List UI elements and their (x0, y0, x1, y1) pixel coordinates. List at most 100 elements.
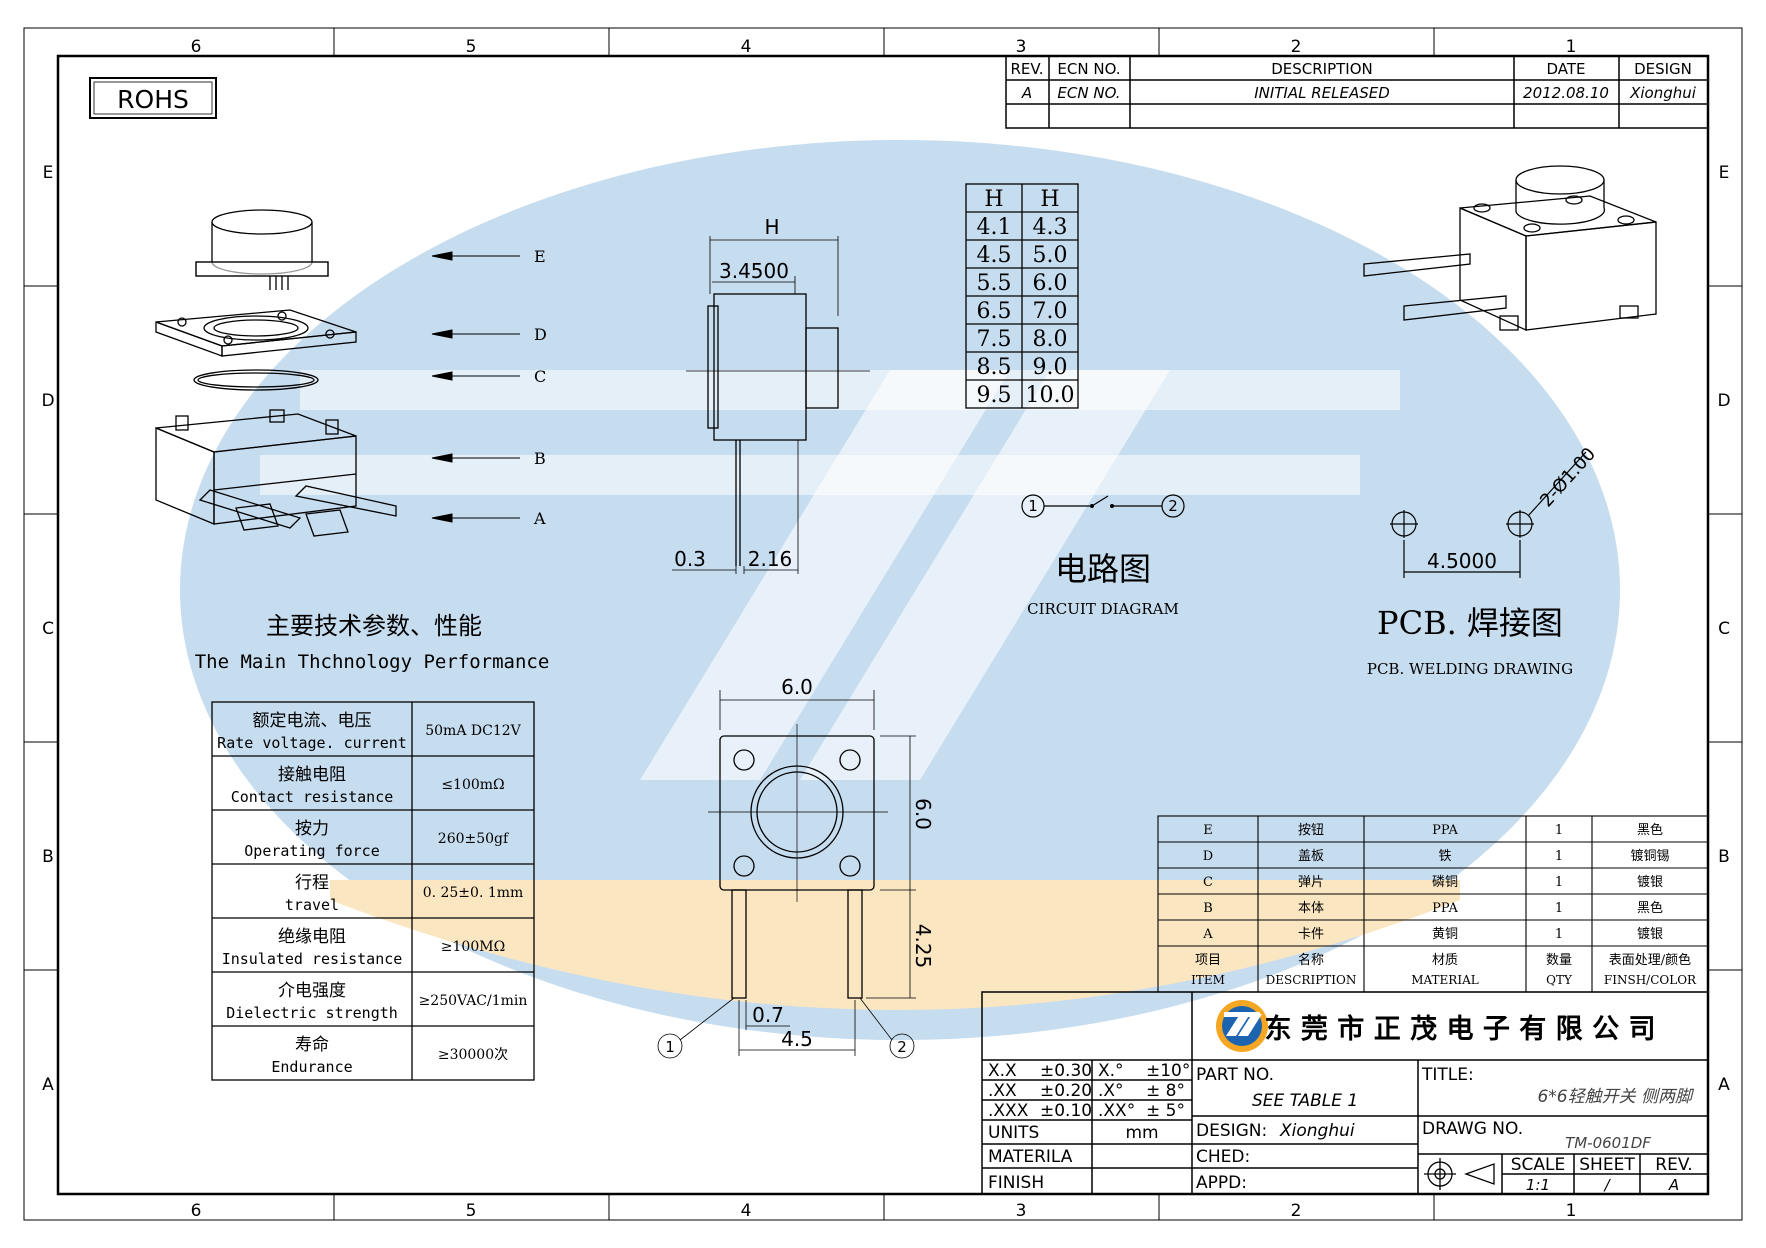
bom-cell: 卡件 (1298, 927, 1324, 942)
side-dim-pin-offset: 2.16 (748, 547, 793, 571)
scale-label: SCALE (1511, 1155, 1566, 1175)
bom-cell: C (1203, 875, 1213, 890)
sheet-label: SHEET (1579, 1155, 1635, 1175)
part-c-dome-drawing (193, 369, 319, 391)
tol-label: X.° (1098, 1061, 1124, 1081)
bom-header-cn: 表面处理/颜色 (1609, 952, 1691, 968)
bom-table: E 按钮 PPA 1 黑色 D 盖板 铁 1 镀铜锡 C 弹片 磷铜 1 镀银 … (1157, 815, 1709, 993)
height-cell: 7.0 (1033, 299, 1068, 324)
spec-cn: 额定电流、电压 (253, 711, 372, 731)
height-cell: 9.5 (977, 383, 1012, 408)
height-cell: 7.5 (977, 327, 1012, 352)
spec-cn: 接触电阻 (278, 765, 346, 785)
title-value: 6*6轻触开关 侧两脚 (1537, 1087, 1695, 1107)
bom-header-en: MATERIAL (1411, 973, 1479, 987)
top-dim-width: 6.0 (781, 675, 813, 699)
bom-header-cn: 数量 (1546, 953, 1572, 968)
spec-en: Endurance (271, 1058, 352, 1076)
rev-header-date: DATE (1546, 60, 1585, 78)
height-cell: 6.0 (1033, 271, 1068, 296)
label-b: B (534, 449, 546, 468)
rev-cell-date: 2012.08.10 (1523, 84, 1609, 102)
label-c: C (534, 367, 546, 386)
zone-col-bottom-1: 1 (1566, 1201, 1577, 1221)
spec-value: ≥100MΩ (441, 939, 505, 955)
ched-label: CHED: (1196, 1147, 1250, 1167)
title-label: TITLE: (1421, 1065, 1474, 1085)
rev-header-rev: REV. (1011, 60, 1044, 78)
design-label: DESIGN: (1196, 1121, 1267, 1141)
spec-en: travel (285, 896, 339, 914)
bom-cell: 弹片 (1298, 875, 1324, 890)
bom-cell: 1 (1555, 927, 1563, 942)
zone-col-top-2: 2 (1291, 37, 1302, 57)
height-cell: 4.3 (1033, 215, 1068, 240)
zone-col-top-3: 3 (1016, 37, 1027, 57)
zone-col-bottom-5: 5 (466, 1201, 477, 1221)
label-d: D (534, 325, 547, 344)
zone-col-bottom-4: 4 (741, 1201, 752, 1221)
zone-row-left-e: E (43, 163, 54, 183)
circuit-diagram: 1 2 电路图 CIRCUIT DIAGRAM (1021, 494, 1185, 618)
spec-value: 50mA DC12V (425, 723, 521, 739)
sheet-value: / (1602, 1176, 1611, 1194)
exploded-view (155, 209, 520, 537)
part-no-value: SEE TABLE 1 (1252, 1091, 1358, 1111)
bom-header-en: QTY (1546, 973, 1573, 987)
height-cell: 6.5 (977, 299, 1012, 324)
exploded-leader-arrows (431, 251, 520, 523)
bom-cell: E (1203, 823, 1213, 838)
exploded-labels: E D C B A (533, 247, 547, 528)
height-header-1: H (984, 187, 1003, 212)
bom-cell: 磷铜 (1432, 875, 1458, 890)
rev-cell-rev: A (1021, 84, 1032, 102)
rev-value: A (1668, 1176, 1679, 1194)
zone-labels: 6 5 4 3 2 1 6 5 4 3 2 1 E D C B A E D C … (41, 37, 1730, 1221)
revision-table: REV. ECN NO. DESCRIPTION DATE DESIGN A E… (1005, 55, 1709, 129)
zone-row-right-c: C (1718, 619, 1730, 639)
tol-value: ± 8° (1146, 1081, 1185, 1101)
zone-row-left-c: C (42, 619, 54, 639)
bom-cell: 按钮 (1298, 823, 1324, 838)
bom-cell: 盖板 (1298, 849, 1324, 864)
zone-row-right-b: B (1718, 847, 1730, 867)
part-no-label: PART NO. (1196, 1065, 1274, 1085)
bom-cell: 镀铜锡 (1630, 848, 1669, 864)
zone-col-top-5: 5 (466, 37, 477, 57)
rev-label: REV. (1655, 1155, 1692, 1175)
bom-cell: 1 (1555, 875, 1563, 890)
units-value: mm (1125, 1123, 1158, 1143)
height-cell: 4.1 (977, 215, 1012, 240)
pcb-spacing: 4.5000 (1427, 549, 1497, 573)
scale-value: 1:1 (1526, 1176, 1550, 1194)
drawg-value: TM-0601DF (1565, 1134, 1651, 1152)
spec-en: Contact resistance (231, 788, 394, 806)
tol-label: X.X (988, 1061, 1017, 1081)
bom-cell: B (1203, 901, 1213, 916)
bom-cell: 1 (1555, 823, 1563, 838)
circuit-title-en: CIRCUIT DIAGRAM (1027, 600, 1179, 618)
top-pin-2: 2 (897, 1038, 907, 1056)
bom-cell: 黄铜 (1432, 927, 1458, 942)
drawing-frame (23, 27, 1743, 1221)
zone-row-right-d: D (1717, 391, 1730, 411)
zone-row-right-e: E (1719, 163, 1730, 183)
height-cell: 5.0 (1033, 243, 1068, 268)
iso-view-drawing (1363, 165, 1657, 332)
pcb-title-cn: PCB. 焊接图 (1377, 604, 1563, 642)
zone-col-top-6: 6 (191, 37, 202, 57)
specs-section: 主要技术参数、性能 The Main Thchnology Performanc… (195, 612, 549, 1081)
tol-label: .XX (988, 1081, 1017, 1101)
tol-value: ± 5° (1146, 1101, 1185, 1121)
bom-cell: 1 (1555, 849, 1563, 864)
spec-en: Operating force (244, 842, 379, 860)
materila-label: MATERILA (988, 1147, 1073, 1167)
circuit-title-cn: 电路图 (1055, 550, 1151, 588)
appd-label: APPD: (1196, 1173, 1247, 1193)
bom-cell: PPA (1432, 901, 1458, 916)
side-dim-body: 3.4500 (719, 259, 789, 283)
circuit-pin-2: 2 (1168, 497, 1178, 515)
height-header-2: H (1040, 187, 1059, 212)
zone-row-left-b: B (42, 847, 54, 867)
